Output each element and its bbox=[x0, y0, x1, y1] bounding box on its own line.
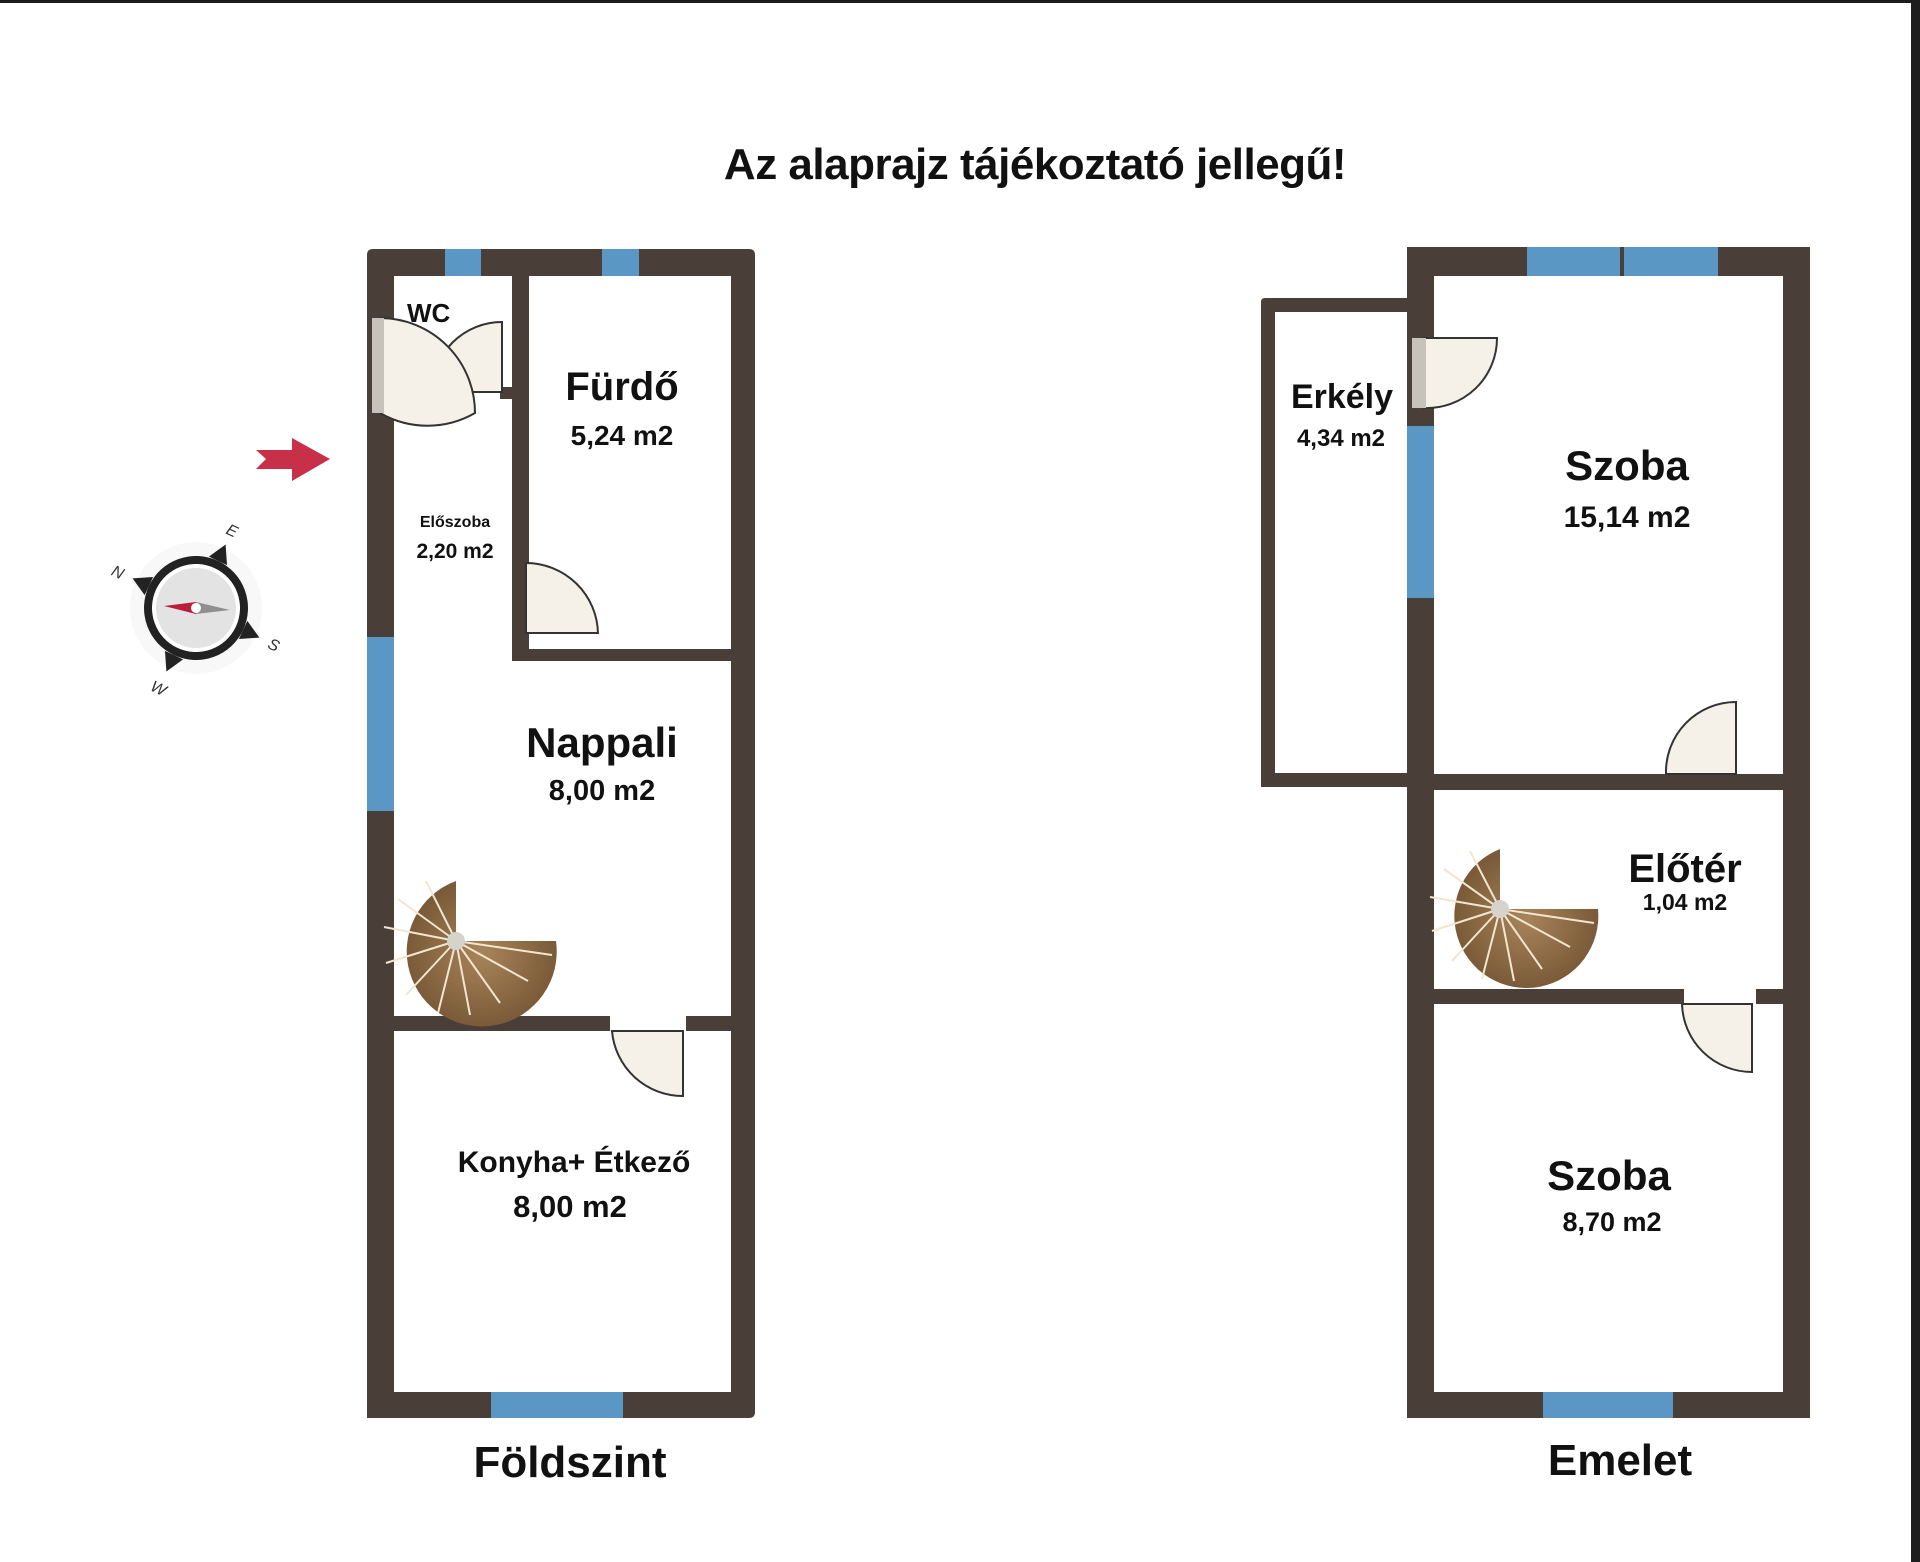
window-szoba-top-1 bbox=[1527, 247, 1620, 276]
window-konyha bbox=[491, 1392, 623, 1418]
compass-label-e: E bbox=[223, 521, 240, 541]
wall-előtér-szoba-right bbox=[1756, 989, 1783, 1004]
room-name-szoba-large: Szoba bbox=[1565, 442, 1689, 489]
upper-floor-outer-wall bbox=[1407, 247, 1810, 1418]
room-area-erkély: 4,34 m2 bbox=[1297, 425, 1385, 452]
wall-fürdő-bottom bbox=[512, 649, 731, 661]
compass-label-n: N bbox=[109, 563, 127, 583]
room-area-konyha: 8,00 m2 bbox=[513, 1189, 627, 1224]
compass-label-w: W bbox=[148, 678, 171, 701]
floor-label-ground: Földszint bbox=[473, 1438, 667, 1487]
wall-előtér-szoba bbox=[1434, 989, 1684, 1004]
entrance-arrow-icon bbox=[256, 438, 330, 481]
room-name-szoba-small: Szoba bbox=[1547, 1152, 1671, 1199]
wall-wc-fürdő bbox=[512, 276, 529, 661]
room-name-erkély: Erkély bbox=[1291, 378, 1393, 416]
door-balcony[interactable] bbox=[1412, 337, 1499, 410]
room-area-szoba-small: 8,70 m2 bbox=[1562, 1207, 1661, 1237]
door-konyha[interactable] bbox=[610, 1030, 684, 1098]
room-area-nappali: 8,00 m2 bbox=[549, 775, 655, 807]
window-fürdő bbox=[602, 249, 639, 276]
window-szoba-top-2 bbox=[1624, 247, 1718, 276]
door-fürdő[interactable] bbox=[525, 561, 600, 634]
room-area-szoba-large: 15,14 m2 bbox=[1564, 501, 1691, 534]
room-area-előszoba: 2,20 m2 bbox=[416, 540, 493, 563]
door-szoba-large[interactable] bbox=[1664, 700, 1737, 775]
room-area-előtér: 1,04 m2 bbox=[1643, 889, 1727, 915]
ground-floor-plan: WC Fürdő 5,24 m2 Előszoba 2,20 m2 Nappal… bbox=[367, 249, 755, 1418]
wall-szoba-előtér bbox=[1434, 774, 1783, 790]
upper-floor-plan: Erkély 4,34 m2 Szoba 15,14 m2 Előtér 1,0… bbox=[1261, 247, 1810, 1418]
compass-label-s: S bbox=[265, 636, 282, 656]
room-area-fürdő: 5,24 m2 bbox=[571, 420, 674, 451]
page-title: Az alaprajz tájékoztató jellegű! bbox=[723, 140, 1347, 189]
room-name-wc: WC bbox=[407, 298, 451, 328]
spiral-staircase-ground bbox=[383, 880, 557, 1027]
compass-icon: E S W N bbox=[109, 521, 282, 701]
floor-label-upper: Emelet bbox=[1547, 1436, 1693, 1485]
window-szoba-bottom bbox=[1543, 1392, 1673, 1418]
frame-right-border bbox=[1911, 0, 1920, 1562]
window-balcony bbox=[1407, 426, 1434, 598]
room-name-konyha: Konyha+ Étkező bbox=[458, 1145, 691, 1179]
window-wc bbox=[445, 249, 481, 276]
door-szoba-small[interactable] bbox=[1680, 1003, 1753, 1074]
frame-top-border bbox=[0, 0, 1920, 3]
wall-stair-kitchen-right bbox=[686, 1016, 731, 1031]
room-name-előszoba: Előszoba bbox=[420, 514, 490, 531]
spiral-staircase-upper bbox=[1429, 849, 1599, 989]
window-nappali bbox=[367, 637, 394, 811]
room-name-nappali: Nappali bbox=[526, 719, 678, 766]
room-name-fürdő: Fürdő bbox=[565, 365, 678, 409]
balcony-wall bbox=[1261, 298, 1407, 787]
room-name-előtér: Előtér bbox=[1628, 847, 1741, 891]
door-entrance[interactable] bbox=[372, 316, 477, 427]
